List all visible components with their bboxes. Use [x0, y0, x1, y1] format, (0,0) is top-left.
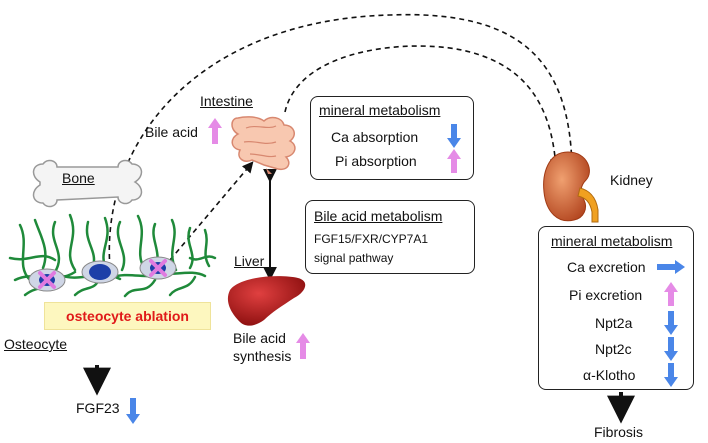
bone-label: Bone: [62, 170, 95, 186]
bile-acid-metabolism-box: Bile acid metabolism FGF15/FXR/CYP7A1 si…: [305, 200, 475, 274]
npt2c-down-arrow-icon: [664, 337, 678, 361]
bile-box-line1: FGF15/FXR/CYP7A1: [314, 232, 429, 246]
npt2a-down-arrow-icon: [664, 311, 678, 335]
ca-excretion-right-arrow-icon: [657, 260, 685, 274]
osteocyte-cells: [28, 256, 177, 292]
pi-absorption-up-arrow-icon: [447, 149, 461, 173]
bone-icon: [32, 159, 143, 208]
fibrosis-label: Fibrosis: [594, 424, 644, 440]
bile-box-title: Bile acid metabolism: [314, 208, 443, 224]
bile-acid-up-arrow-icon: [208, 118, 222, 144]
npt2c-label: Npt2c: [595, 341, 632, 357]
kidney-icon: [543, 151, 599, 223]
npt2a-label: Npt2a: [595, 315, 633, 331]
liver-icon: [227, 276, 306, 326]
pi-absorption-label: Pi absorption: [335, 153, 417, 169]
bile-box-line2: signal pathway: [314, 251, 394, 265]
alpha-klotho-label: α-Klotho: [583, 367, 636, 383]
ca-absorption-label: Ca absorption: [331, 129, 419, 145]
ca-absorption-down-arrow-icon: [447, 124, 461, 148]
alpha-klotho-down-arrow-icon: [664, 363, 678, 387]
intestine-label: Intestine: [200, 93, 253, 109]
osteocyte-ablation-label: osteocyte ablation: [44, 302, 211, 330]
pi-excretion-label: Pi excretion: [569, 287, 643, 303]
fgf23-down-arrow-icon: [126, 398, 140, 424]
bile-synthesis-line2: synthesis: [233, 348, 292, 364]
liver-label: Liver: [234, 253, 265, 269]
fgf23-label: FGF23: [76, 400, 120, 416]
kidney-mineral-title: mineral metabolism: [551, 233, 673, 249]
osteocyte-label: Osteocyte: [4, 336, 68, 352]
kidney-label: Kidney: [610, 172, 653, 188]
ca-excretion-label: Ca excretion: [567, 259, 646, 275]
intestine-icon: [231, 116, 296, 174]
intestine-mineral-box: mineral metabolism Ca absorption Pi abso…: [310, 96, 474, 180]
dashed-arrow-osteocyte-to-intestine: [169, 161, 254, 261]
bile-synthesis-up-arrow-icon: [296, 333, 310, 359]
pi-excretion-up-arrow-icon: [664, 282, 678, 306]
dashed-arc-intestine-to-kidney: [284, 45, 561, 171]
bile-acid-label: Bile acid: [145, 124, 198, 140]
intestine-mineral-title: mineral metabolism: [319, 102, 441, 118]
bile-synthesis-line1: Bile acid: [233, 330, 286, 346]
kidney-mineral-box: mineral metabolism Ca excretion Pi excre…: [538, 226, 694, 390]
